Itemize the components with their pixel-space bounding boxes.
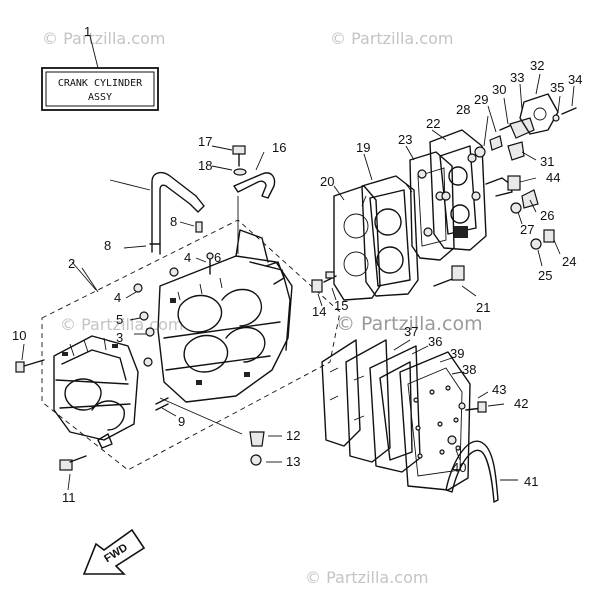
bolt-17: [232, 145, 246, 167]
exhaust-cover: [409, 151, 455, 261]
callout-13: 13: [286, 454, 300, 469]
callout-1: 1: [84, 24, 91, 39]
washer-28: [474, 146, 486, 158]
assembly-title-box: CRANK CYLINDER ASSY: [41, 35, 159, 111]
washer-18: [233, 168, 247, 176]
callout-26: 26: [540, 208, 554, 223]
crankcase-group: [15, 145, 341, 491]
callout-22: 22: [426, 116, 440, 131]
callout-38: 38: [462, 362, 476, 377]
callout-21: 21: [476, 300, 490, 315]
forward-arrow: FWD: [82, 528, 146, 575]
gasket-36: [345, 339, 391, 463]
bolt-10: [15, 359, 45, 373]
callout-9: 9: [178, 414, 185, 429]
callout-25: 25: [538, 268, 552, 283]
bolt-24: [543, 229, 555, 243]
callout-11: 11: [62, 490, 76, 505]
crankcase-half: [53, 335, 139, 449]
breather-hose: [151, 171, 205, 255]
plug-26: [521, 189, 539, 209]
callout-4-lower: 4: [114, 290, 121, 305]
callout-14: 14: [312, 304, 326, 319]
gasket-33: [509, 117, 535, 139]
fitting-8b: [195, 221, 203, 233]
cover-38-bolt-holes: [413, 385, 461, 459]
callout-16: 16: [272, 140, 286, 155]
watermark-bottom-right: © Partzilla.com: [305, 568, 428, 587]
pin-4a: [169, 267, 179, 277]
washer-5: [139, 311, 149, 321]
callout-28: 28: [456, 102, 470, 117]
watermark-top-left: © Partzilla.com: [42, 29, 165, 48]
bolt-34: [561, 107, 577, 115]
callout-8-upper: 8: [170, 214, 177, 229]
callout-32: 32: [530, 58, 544, 73]
washer-35: [552, 114, 560, 122]
callout-23: 23: [398, 132, 412, 147]
callout-19: 19: [356, 140, 370, 155]
callout-10: 10: [12, 328, 26, 343]
union-31: [507, 141, 525, 161]
callout-37: 37: [404, 324, 418, 339]
callout-39: 39: [450, 346, 464, 361]
callout-34: 34: [568, 72, 582, 87]
callout-8-lower: 8: [104, 238, 111, 253]
plug-12: [249, 431, 265, 447]
callout-31: 31: [540, 154, 554, 169]
callout-20: 20: [320, 174, 334, 189]
head-group: [311, 73, 577, 307]
callout-43: 43: [492, 382, 506, 397]
head-cover: [429, 129, 487, 251]
pin-3: [143, 327, 155, 367]
gasket-37a: [321, 339, 361, 447]
assembly-title-line2: ASSY: [88, 92, 112, 103]
callout-30: 30: [492, 82, 506, 97]
assembly-title-line1: CRANK CYLINDER: [58, 78, 143, 89]
callout-33: 33: [510, 70, 524, 85]
callout-18: 18: [198, 158, 212, 173]
callout-numbers: 1 2 3 4 4 5 6 8 8 9 10 11 12 13 14 15 16…: [12, 24, 582, 505]
callout-12: 12: [286, 428, 300, 443]
callout-2: 2: [68, 256, 75, 271]
thermostat-29: [489, 135, 503, 151]
callout-6: 6: [214, 250, 221, 265]
head-gasket: [333, 185, 381, 301]
pin-6: [206, 252, 214, 275]
plug-11: [59, 455, 87, 471]
callout-5: 5: [116, 312, 123, 327]
callout-17: 17: [198, 134, 212, 149]
dowel-9: [155, 397, 169, 411]
cylinder-block: [157, 229, 293, 403]
lower-cover-group: [321, 339, 518, 503]
cylinder-head: [361, 175, 419, 297]
hose-41: [445, 440, 499, 503]
washer-25: [530, 238, 542, 250]
callout-24: 24: [562, 254, 576, 269]
callout-44: 44: [546, 170, 560, 185]
cover-39: [369, 345, 421, 473]
callout-36: 36: [428, 334, 442, 349]
callout-40: 40: [452, 460, 466, 475]
callout-27: 27: [520, 222, 534, 237]
callout-42: 42: [514, 396, 528, 411]
callout-15: 15: [334, 298, 348, 313]
callout-41: 41: [524, 474, 538, 489]
thermostat-cover-32: [519, 93, 559, 135]
grommet-40: [447, 435, 457, 445]
cover-38: [399, 351, 471, 491]
pin-4b: [133, 283, 143, 293]
watermark-center: © Partzilla.com: [336, 313, 483, 335]
callout-3: 3: [116, 330, 123, 345]
callout-35: 35: [550, 80, 564, 95]
washer-43: [458, 402, 466, 410]
callout-4-upper: 4: [184, 250, 191, 265]
screw-13: [250, 454, 262, 466]
watermark-top-right: © Partzilla.com: [330, 29, 453, 48]
bracket-16: [233, 172, 276, 199]
washer-27: [510, 202, 522, 214]
fitting-14: [311, 279, 323, 293]
callout-29: 29: [474, 92, 488, 107]
